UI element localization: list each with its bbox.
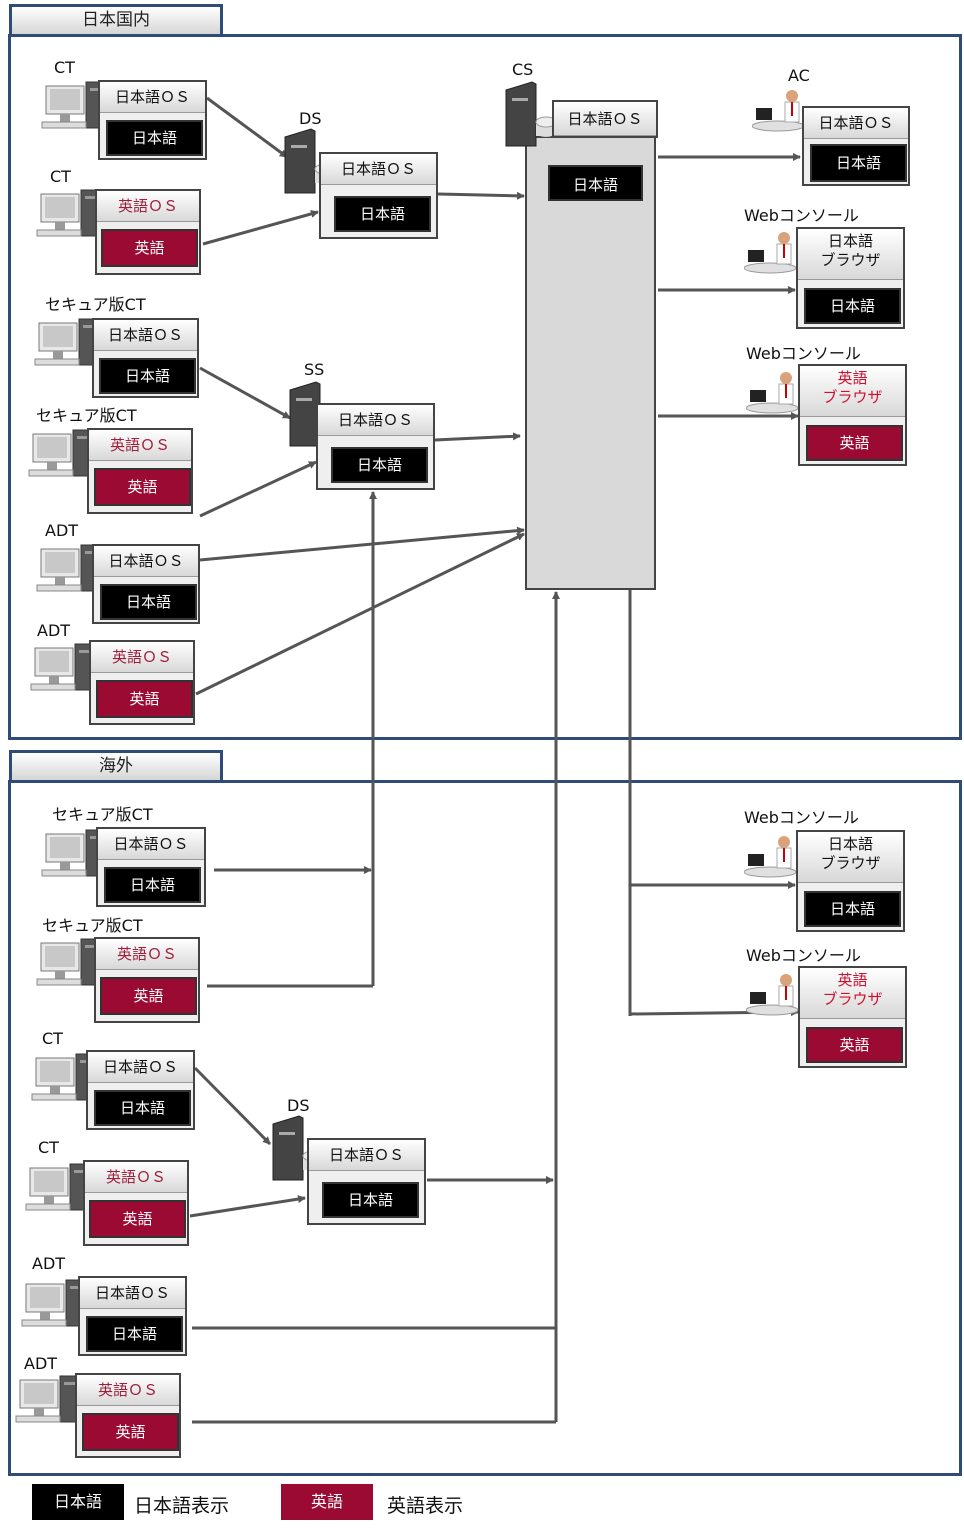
legend-japanese-swatch: 日本語 (32, 1484, 124, 1520)
adt-label: ADT (45, 521, 79, 540)
ds-label: DS (299, 109, 322, 128)
adt-en-os-box: 英語ＯＳ 英語 (75, 1373, 181, 1458)
web-console-en-browser-box: 英語 ブラウザ 英語 (798, 966, 907, 1068)
adt-label: ADT (24, 1354, 58, 1373)
ds-label: DS (287, 1096, 310, 1115)
operator-icon (752, 90, 805, 132)
ss-ja-os-box: 日本語ＯＳ 日本語 (316, 403, 435, 490)
adt-label: ADT (37, 621, 71, 640)
server-icon (505, 81, 556, 147)
ct-label: CT (54, 58, 75, 77)
ct-label: CT (50, 167, 71, 186)
web-console-label: Webコンソール (744, 808, 859, 827)
legend-japanese-text: 日本語表示 (134, 1495, 230, 1517)
ct-label: CT (38, 1138, 59, 1157)
secure-ct-en-os-box: 英語ＯＳ 英語 (94, 937, 200, 1023)
secure-ct-label: セキュア版CT (52, 805, 153, 824)
secure-ct-ja-os-box: 日本語ＯＳ 日本語 (96, 827, 206, 907)
web-console-label: Webコンソール (746, 946, 861, 965)
adt-ja-os-box: 日本語ＯＳ 日本語 (92, 544, 200, 624)
web-console-en-browser-box: 英語 ブラウザ 英語 (798, 364, 907, 466)
legend-english-swatch: 英語 (281, 1484, 373, 1520)
cs-label: CS (512, 60, 534, 79)
web-console-label: Webコンソール (744, 206, 859, 225)
ct-en-os-box: 英語ＯＳ 英語 (95, 189, 201, 275)
operator-icon (746, 974, 799, 1016)
ct-ja-os-box: 日本語ＯＳ 日本語 (98, 80, 207, 160)
operator-icon (744, 836, 797, 878)
operator-icon (746, 372, 799, 414)
ct-ja-os-box: 日本語ＯＳ 日本語 (86, 1050, 195, 1130)
ds-ja-os-box: 日本語ＯＳ 日本語 (307, 1138, 426, 1225)
adt-label: ADT (32, 1254, 66, 1273)
cs-server-panel (525, 136, 656, 590)
secure-ct-ja-os-box: 日本語ＯＳ 日本語 (92, 318, 199, 398)
adt-ja-os-box: 日本語ＯＳ 日本語 (78, 1276, 187, 1356)
secure-ct-label: セキュア版CT (45, 295, 146, 314)
secure-ct-label: セキュア版CT (36, 406, 137, 425)
adt-en-os-box: 英語ＯＳ 英語 (89, 640, 195, 725)
ac-label: AC (788, 66, 810, 85)
domestic-region-tab: 日本国内 (9, 4, 223, 35)
ct-en-os-box: 英語ＯＳ 英語 (83, 1160, 189, 1246)
web-console-label: Webコンソール (746, 344, 861, 363)
web-console-ja-browser-box: 日本語 ブラウザ 日本語 (796, 830, 905, 932)
ct-label: CT (42, 1029, 63, 1048)
web-console-ja-browser-box: 日本語 ブラウザ 日本語 (796, 227, 905, 329)
secure-ct-label: セキュア版CT (42, 916, 143, 935)
cs-os-header: 日本語ＯＳ (552, 100, 658, 138)
operator-icon (744, 232, 797, 274)
ss-label: SS (304, 360, 325, 379)
cs-language-box: 日本語 (548, 165, 643, 201)
secure-ct-en-os-box: 英語ＯＳ 英語 (87, 428, 193, 514)
legend-english-text: 英語表示 (387, 1495, 464, 1517)
ac-ja-os-box: 日本語ＯＳ 日本語 (802, 106, 910, 186)
overseas-region-tab: 海外 (9, 750, 223, 781)
computer-icon (15, 1375, 83, 1423)
ds-ja-os-box: 日本語ＯＳ 日本語 (319, 152, 438, 239)
computer-icon (34, 318, 102, 366)
